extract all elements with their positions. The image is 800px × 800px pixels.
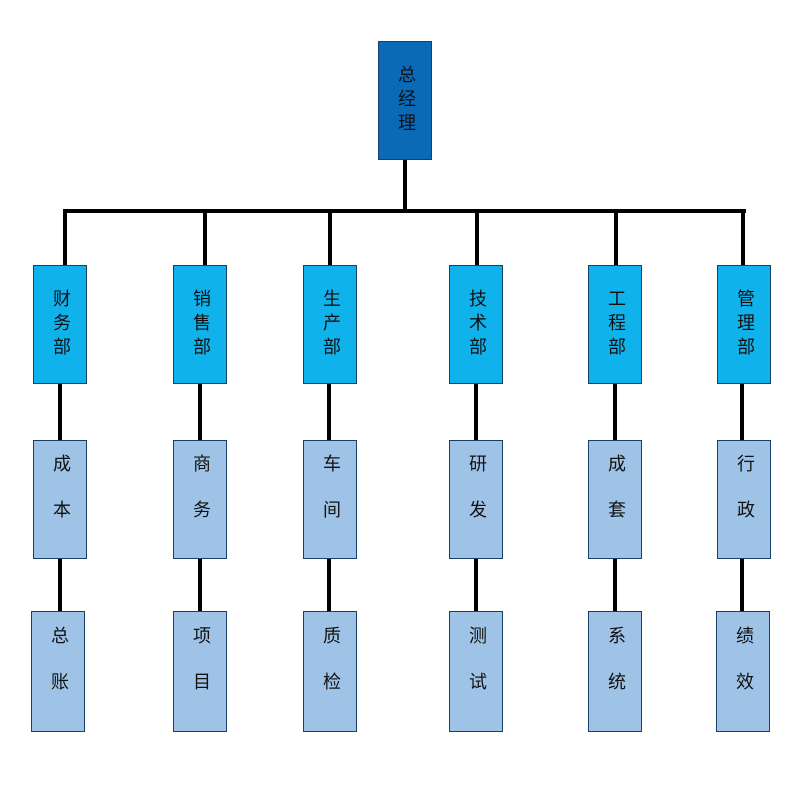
dept-node-label: 技术部 <box>466 288 487 361</box>
sub-node-label: 成本 <box>50 453 71 546</box>
sub-node-label: 系统 <box>605 625 626 718</box>
sub-node-label: 行政 <box>734 453 755 546</box>
dept-node-technology: 技术部 <box>449 265 503 384</box>
dept-node-label: 销售部 <box>190 288 211 361</box>
sub-connector <box>740 384 744 441</box>
root-node-general-manager: 总经理 <box>378 41 432 160</box>
sub-node-label: 项目 <box>190 625 211 718</box>
sub-node-performance: 绩效 <box>716 611 770 732</box>
sub-connector <box>474 384 478 441</box>
sub-node-label: 质检 <box>320 625 341 718</box>
dept-node-engineering: 工程部 <box>588 265 642 384</box>
sub-node-label: 成套 <box>605 453 626 546</box>
sub-connector <box>740 559 744 612</box>
dept-node-finance: 财务部 <box>33 265 87 384</box>
root-connector <box>403 160 407 212</box>
dept-node-label: 生产部 <box>320 288 341 361</box>
sub-node-label: 商务 <box>190 453 211 546</box>
sub-connector <box>613 559 617 612</box>
sub-connector <box>198 384 202 441</box>
sub-node-quality-inspection: 质检 <box>303 611 357 732</box>
dept-node-label: 管理部 <box>734 288 755 361</box>
sub-node-label: 绩效 <box>733 625 754 718</box>
sub-connector <box>327 559 331 612</box>
sub-node-general-ledger: 总账 <box>31 611 85 732</box>
sub-node-administration: 行政 <box>717 440 771 559</box>
sub-node-label: 研发 <box>466 453 487 546</box>
sub-connector <box>58 559 62 612</box>
sub-node-systems: 系统 <box>588 611 642 732</box>
dept-connector <box>614 211 618 266</box>
dept-connector <box>63 211 67 266</box>
sub-node-rnd: 研发 <box>449 440 503 559</box>
dept-node-management: 管理部 <box>717 265 771 384</box>
sub-node-testing: 测试 <box>449 611 503 732</box>
dept-connector <box>328 211 332 266</box>
sub-node-label: 总账 <box>48 625 69 718</box>
sub-node-label: 测试 <box>466 625 487 718</box>
dept-connector <box>203 211 207 266</box>
sub-node-projects: 项目 <box>173 611 227 732</box>
dept-connector <box>741 211 745 266</box>
sub-node-cost: 成本 <box>33 440 87 559</box>
sub-node-workshop: 车间 <box>303 440 357 559</box>
sub-connector <box>58 384 62 441</box>
dept-connector <box>475 211 479 266</box>
dept-node-label: 工程部 <box>605 288 626 361</box>
sub-connector <box>198 559 202 612</box>
sub-connector <box>613 384 617 441</box>
dept-node-production: 生产部 <box>303 265 357 384</box>
root-node-label: 总经理 <box>395 64 416 137</box>
sub-connector <box>474 559 478 612</box>
dept-node-sales: 销售部 <box>173 265 227 384</box>
sub-node-business: 商务 <box>173 440 227 559</box>
sub-node-label: 车间 <box>320 453 341 546</box>
dept-node-label: 财务部 <box>50 288 71 361</box>
sub-node-turnkey: 成套 <box>588 440 642 559</box>
horizontal-bus <box>63 209 746 213</box>
sub-connector <box>327 384 331 441</box>
